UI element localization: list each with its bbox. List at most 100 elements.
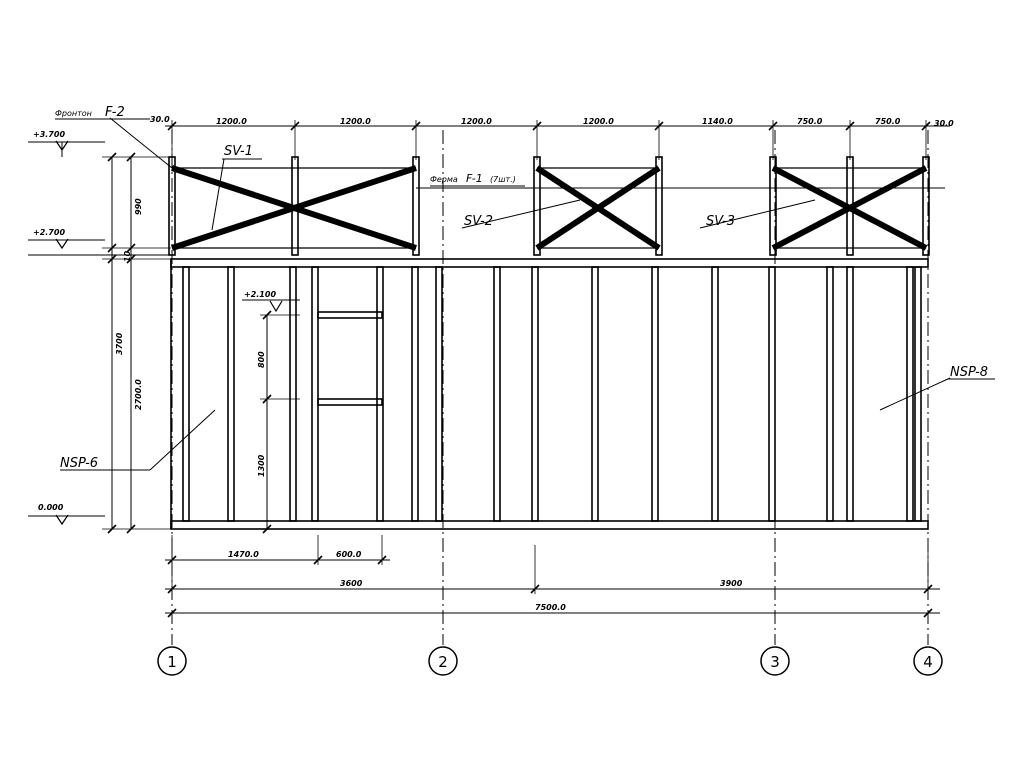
wall-stud bbox=[591, 266, 599, 522]
dim-tick bbox=[313, 555, 323, 565]
label-ferma-mark: F-1 bbox=[466, 172, 483, 185]
dim-bottom-total: 7500.0 bbox=[535, 603, 566, 612]
axis-marker-4: 4 bbox=[913, 646, 943, 676]
label-nsp8: NSP-8 bbox=[950, 365, 988, 380]
label-fronton-mark: F-2 bbox=[105, 105, 125, 120]
brace-sv1 bbox=[171, 165, 417, 251]
dim-tick bbox=[126, 152, 136, 162]
dim-tick bbox=[167, 121, 177, 131]
axis-label-2: 2 bbox=[438, 653, 448, 671]
axis-marker-2: 2 bbox=[428, 646, 458, 676]
dim-tick bbox=[377, 555, 387, 565]
dim-tick bbox=[126, 524, 136, 534]
dim-tick bbox=[126, 254, 136, 264]
dim-tick bbox=[411, 121, 421, 131]
wall-stud bbox=[906, 266, 914, 522]
dim-tick bbox=[107, 524, 117, 534]
top-plate bbox=[170, 258, 929, 268]
dim-top-6: 1140.0 bbox=[702, 117, 733, 126]
label-ferma: Ферма bbox=[430, 175, 458, 184]
dim-left-gap: 10 bbox=[123, 250, 132, 262]
dim-top-7: 750.0 bbox=[797, 117, 823, 126]
wall-stud bbox=[768, 266, 776, 522]
wall-stud bbox=[182, 266, 190, 522]
dim-bottom-opening: 600.0 bbox=[336, 550, 362, 559]
brace-sv2 bbox=[535, 165, 661, 251]
axis-label-1: 1 bbox=[167, 653, 177, 671]
wall-stud bbox=[311, 266, 319, 522]
dim-bottom-opening-left: 1470.0 bbox=[228, 550, 259, 559]
dim-tick bbox=[290, 121, 300, 131]
label-sv1: SV-1 bbox=[224, 144, 253, 159]
dim-tick bbox=[167, 584, 177, 594]
label-nsp6: NSP-6 bbox=[60, 456, 98, 471]
dim-top-8: 750.0 bbox=[875, 117, 901, 126]
dim-tick bbox=[167, 608, 177, 618]
leader-nsp6 bbox=[149, 409, 216, 471]
dim-top-1: 30.0 bbox=[150, 115, 170, 124]
dim-tick bbox=[654, 121, 664, 131]
leader-sv3 bbox=[699, 199, 816, 229]
dim-left-outer: 3700 bbox=[115, 332, 124, 355]
wall-stud bbox=[846, 266, 854, 522]
level-mid-mark-arrow bbox=[55, 238, 69, 250]
window-header bbox=[317, 311, 383, 319]
dim-top-4: 1200.0 bbox=[461, 117, 492, 126]
wall-stud bbox=[711, 266, 719, 522]
wall-stud bbox=[435, 266, 443, 522]
window-sill bbox=[317, 398, 383, 406]
level-top: +3.700 bbox=[33, 130, 65, 139]
brace-sv3 bbox=[771, 165, 928, 251]
label-sv3: SV-3 bbox=[706, 214, 735, 229]
axis-marker-3: 3 bbox=[760, 646, 790, 676]
dim-top-9: 30.0 bbox=[934, 119, 954, 128]
dim-top-2: 1200.0 bbox=[216, 117, 247, 126]
axis-marker-1: 1 bbox=[157, 646, 187, 676]
level-window-arrow bbox=[269, 300, 283, 313]
wall-stud bbox=[227, 266, 235, 522]
dim-tick bbox=[530, 584, 540, 594]
label-fronton: Фронтон bbox=[55, 109, 92, 118]
level-mid: +2.700 bbox=[33, 228, 65, 237]
bottom-plate bbox=[170, 520, 929, 530]
wall-stud bbox=[493, 266, 501, 522]
level-base-mark-arrow bbox=[55, 514, 69, 526]
wall-stud bbox=[651, 266, 659, 522]
dim-tick bbox=[126, 243, 136, 253]
level-base: 0.000 bbox=[38, 503, 64, 512]
dim-tick bbox=[107, 254, 117, 264]
dim-top-3: 1200.0 bbox=[340, 117, 371, 126]
frame-geometry bbox=[28, 117, 995, 645]
dim-tick bbox=[532, 121, 542, 131]
leader-nsp8 bbox=[879, 377, 951, 411]
level-window: +2.100 bbox=[244, 290, 276, 299]
dim-tick bbox=[262, 310, 272, 320]
wall-stud bbox=[411, 266, 419, 522]
dim-tick bbox=[923, 584, 933, 594]
dim-window-bottom: 1300 bbox=[257, 454, 266, 477]
leader-sv1 bbox=[211, 158, 225, 231]
dim-left-wall: 2700.0 bbox=[134, 379, 143, 410]
dim-tick bbox=[845, 121, 855, 131]
axis-label-3: 3 bbox=[770, 653, 780, 671]
dim-bottom-span1: 3600 bbox=[340, 579, 363, 588]
label-ferma-qty: (7шт.) bbox=[490, 175, 516, 184]
wall-stud bbox=[531, 266, 539, 522]
axis-label-4: 4 bbox=[923, 653, 933, 671]
dim-left-truss: 990 bbox=[134, 198, 143, 215]
leader-sv2 bbox=[461, 199, 581, 229]
dim-bottom-span2: 3900 bbox=[720, 579, 743, 588]
wall-stud bbox=[289, 266, 297, 522]
dim-tick bbox=[768, 121, 778, 131]
dim-tick bbox=[107, 243, 117, 253]
wall-stud bbox=[826, 266, 834, 522]
leader-fronton bbox=[109, 117, 173, 169]
dim-tick bbox=[262, 524, 272, 534]
dim-tick bbox=[923, 608, 933, 618]
dim-window-top: 800 bbox=[257, 351, 266, 368]
dim-top-5: 1200.0 bbox=[583, 117, 614, 126]
wall-stud bbox=[376, 266, 384, 522]
dim-tick bbox=[921, 121, 931, 131]
label-sv2: SV-2 bbox=[464, 214, 493, 229]
